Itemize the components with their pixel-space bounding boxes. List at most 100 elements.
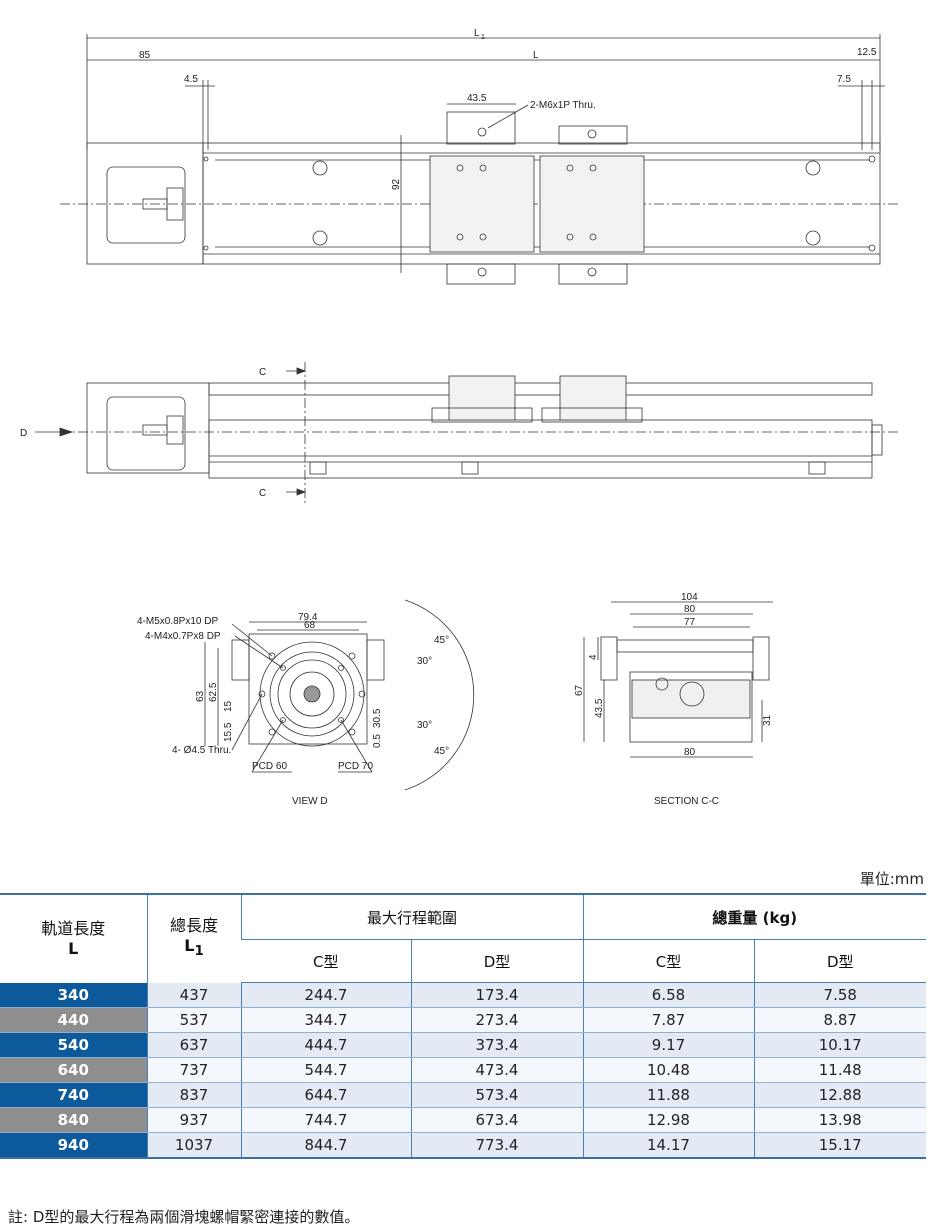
section-cc: 104 80 77 4 67 43.5 31 80 SECTION C-C [574,592,773,807]
dim-67: 67 [574,684,585,696]
dim-79-4: 79.4 [298,612,318,623]
rail-length-cell: 540 [0,1032,147,1058]
stroke-d-cell: 673.4 [410,1107,583,1133]
weight-c-cell: 6.58 [582,982,754,1008]
weight-d-cell: 7.58 [753,982,926,1008]
rail-length-cell: 840 [0,1107,147,1133]
header-weight-d-type: D型 [753,939,926,983]
dim-30-5: 30.5 [372,708,383,728]
stroke-c-cell: 644.7 [240,1082,411,1108]
header-weight-c-type: C型 [582,939,754,983]
view-d: 79.4 68 63 62.5 15 15.5 30.5 0.5 45° 30°… [137,599,475,807]
technical-drawing: L 1 85 L 12.5 4.5 7.5 43.5 2-M6x1P Thru.… [20,28,900,807]
dim-85: 85 [139,50,151,61]
side-view: C C D [20,362,900,505]
weight-c-cell: 14.17 [582,1132,754,1159]
header-stroke-d-type: D型 [410,939,583,983]
angle-45-bottom: 45° [434,746,449,757]
table-row: 840 937 744.7 673.4 12.98 13.98 [0,1107,926,1133]
dim-L: L [533,50,539,61]
table-row: 640 737 544.7 473.4 10.48 11.48 [0,1057,926,1083]
weight-c-cell: 9.17 [582,1032,754,1058]
table-row: 340 437 244.7 173.4 6.58 7.58 [0,982,926,1008]
header-stroke-c-type: C型 [241,939,411,983]
stroke-d-cell: 373.4 [410,1032,583,1058]
total-length-cell: 437 [146,982,241,1008]
view-marker-d: D [20,428,27,439]
dim-77: 77 [684,617,696,628]
stroke-c-cell: 444.7 [240,1032,411,1058]
dim-12-5: 12.5 [857,47,877,58]
dim-L1-subscript: 1 [481,34,485,41]
dim-80-top: 80 [684,604,696,615]
callout-thru-hole: 4- Ø4.5 Thru. [172,745,231,756]
header-rail-length-symbol: L [68,938,79,958]
callout-pcd-70: PCD 70 [338,761,373,772]
section-marker-c-bottom: C [259,488,266,499]
stroke-d-cell: 573.4 [410,1082,583,1108]
dim-L1: L [474,28,480,39]
dim-62-5: 62.5 [208,682,219,702]
dim-92: 92 [391,178,402,190]
weight-d-cell: 12.88 [753,1082,926,1108]
angle-45-top: 45° [434,635,449,646]
weight-c-cell: 12.98 [582,1107,754,1133]
dim-104: 104 [681,592,698,603]
angle-30-bottom: 30° [417,720,432,731]
weight-c-cell: 7.87 [582,1007,754,1033]
stroke-c-cell: 744.7 [240,1107,411,1133]
weight-d-cell: 13.98 [753,1107,926,1133]
total-length-cell: 1037 [146,1132,241,1159]
dim-0-5: 0.5 [372,734,383,748]
rail-length-cell: 940 [0,1132,147,1159]
total-length-cell: 837 [146,1082,241,1108]
total-length-cell: 737 [146,1057,241,1083]
stroke-d-cell: 273.4 [410,1007,583,1033]
header-total-length-symbol: L [184,935,195,955]
table-row: 940 1037 844.7 773.4 14.17 15.17 [0,1132,926,1159]
dim-7-5: 7.5 [837,74,851,85]
rail-length-cell: 440 [0,1007,147,1033]
dim-31: 31 [762,714,773,726]
angle-30-top: 30° [417,656,432,667]
spec-table: 軌道長度 L 總長度 L1 最大行程範圍 總重量 (kg) C型 D型 C型 D… [0,893,926,1159]
dim-80-bottom: 80 [684,747,696,758]
stroke-d-cell: 473.4 [410,1057,583,1083]
stroke-d-cell: 773.4 [410,1132,583,1159]
top-view: L 1 85 L 12.5 4.5 7.5 43.5 2-M6x1P Thru.… [60,28,900,285]
callout-m4-dp: 4-M4x0.7Px8 DP [145,631,221,642]
section-marker-c-top: C [259,367,266,378]
weight-d-cell: 10.17 [753,1032,926,1058]
stroke-c-cell: 244.7 [240,982,411,1008]
view-d-label: VIEW D [292,796,328,807]
rail-length-cell: 640 [0,1057,147,1083]
weight-c-cell: 11.88 [582,1082,754,1108]
rail-length-cell: 340 [0,982,147,1008]
dim-15-5: 15.5 [223,722,234,742]
header-total-weight: 總重量 (kg) [582,893,926,940]
callout-m6-thru: 2-M6x1P Thru. [530,100,596,111]
dim-4-5: 4.5 [184,74,198,85]
table-row: 540 637 444.7 373.4 9.17 10.17 [0,1032,926,1058]
section-cc-label: SECTION C-C [654,796,719,807]
weight-c-cell: 10.48 [582,1057,754,1083]
callout-pcd-60: PCD 60 [252,761,287,772]
dim-15: 15 [223,700,234,712]
rail-length-cell: 740 [0,1082,147,1108]
header-total-length-label: 總長度 [169,915,218,935]
stroke-c-cell: 844.7 [240,1132,411,1159]
table-row: 740 837 644.7 573.4 11.88 12.88 [0,1082,926,1108]
stroke-c-cell: 544.7 [240,1057,411,1083]
header-rail-length: 軌道長度 L [0,893,147,983]
unit-label: 單位:mm [859,870,924,888]
table-row: 440 537 344.7 273.4 7.87 8.87 [0,1007,926,1033]
stroke-c-cell: 344.7 [240,1007,411,1033]
dim-4: 4 [588,654,599,660]
dim-43-5-side: 43.5 [594,698,605,718]
weight-d-cell: 8.87 [753,1007,926,1033]
total-length-cell: 937 [146,1107,241,1133]
total-length-cell: 537 [146,1007,241,1033]
dim-68: 68 [304,620,316,631]
footnote: 註: D型的最大行程為兩個滑塊螺帽緊密連接的數值。 [8,1208,360,1226]
weight-d-cell: 11.48 [753,1057,926,1083]
